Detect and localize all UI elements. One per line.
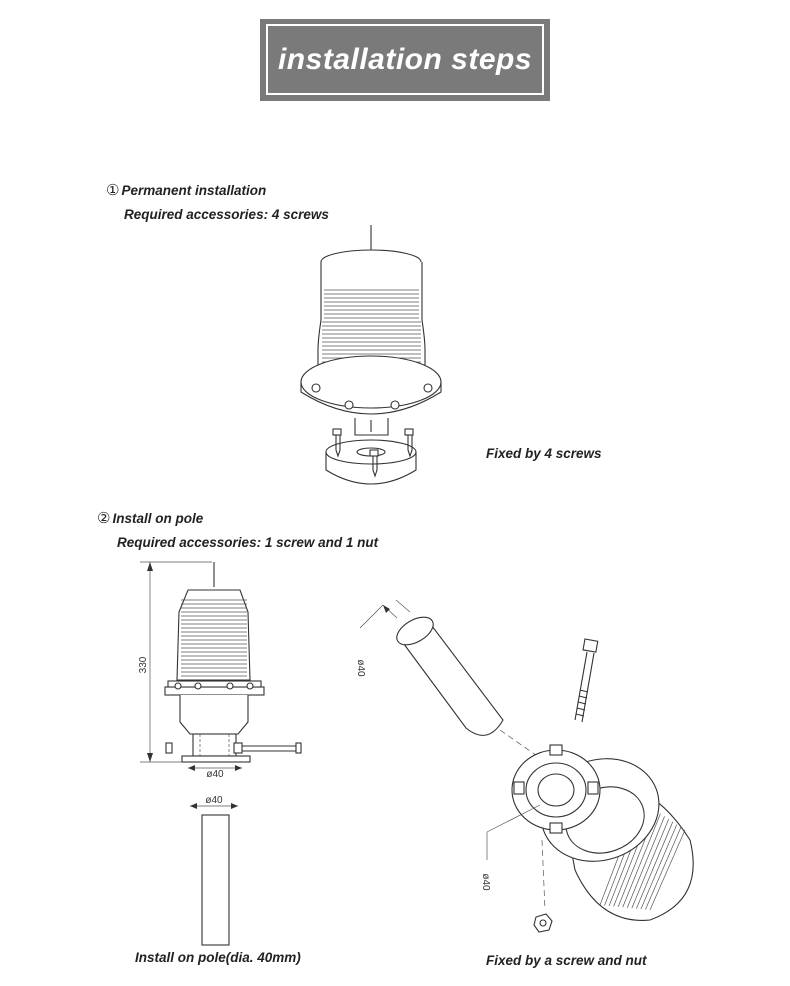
height-dimension: 330: [138, 656, 149, 673]
section2-title: Install on pole: [112, 511, 204, 526]
pole-diameter: ø40: [205, 795, 223, 806]
flange-bolts: [311, 383, 433, 410]
exploded-base-diameter: ø40: [480, 873, 491, 891]
section2-caption-right: Fixed by a screw and nut: [486, 953, 647, 968]
mounting-pole: [201, 814, 230, 946]
lens-ribs: [322, 289, 421, 379]
pole-cylinder: [396, 616, 504, 736]
section1-accessories: Required accessories: 4 screws: [124, 207, 329, 222]
header-banner: installation steps: [260, 19, 550, 101]
section1-caption: Fixed by 4 screws: [486, 446, 602, 461]
section2-accessories: Required accessories: 1 screw and 1 nut: [117, 535, 379, 550]
mounting-screws: [332, 428, 414, 478]
exploded-nut: [533, 913, 553, 933]
exploded-base: [511, 744, 601, 834]
section1-marker: ①: [106, 182, 120, 199]
side-lens-ribs: [181, 599, 247, 677]
exploded-pole-diameter: ø40: [355, 659, 366, 677]
section2-marker: ②: [97, 510, 111, 527]
socket-diameter: ø40: [206, 769, 224, 780]
page-title: installation steps: [277, 42, 533, 76]
exploded-bolt: [574, 638, 599, 723]
section1-title: Permanent installation: [121, 183, 267, 198]
exploded-light-body: [540, 758, 694, 921]
section2-caption-left: Install on pole(dia. 40mm): [135, 950, 301, 965]
header-banner-frame: installation steps: [266, 24, 544, 95]
